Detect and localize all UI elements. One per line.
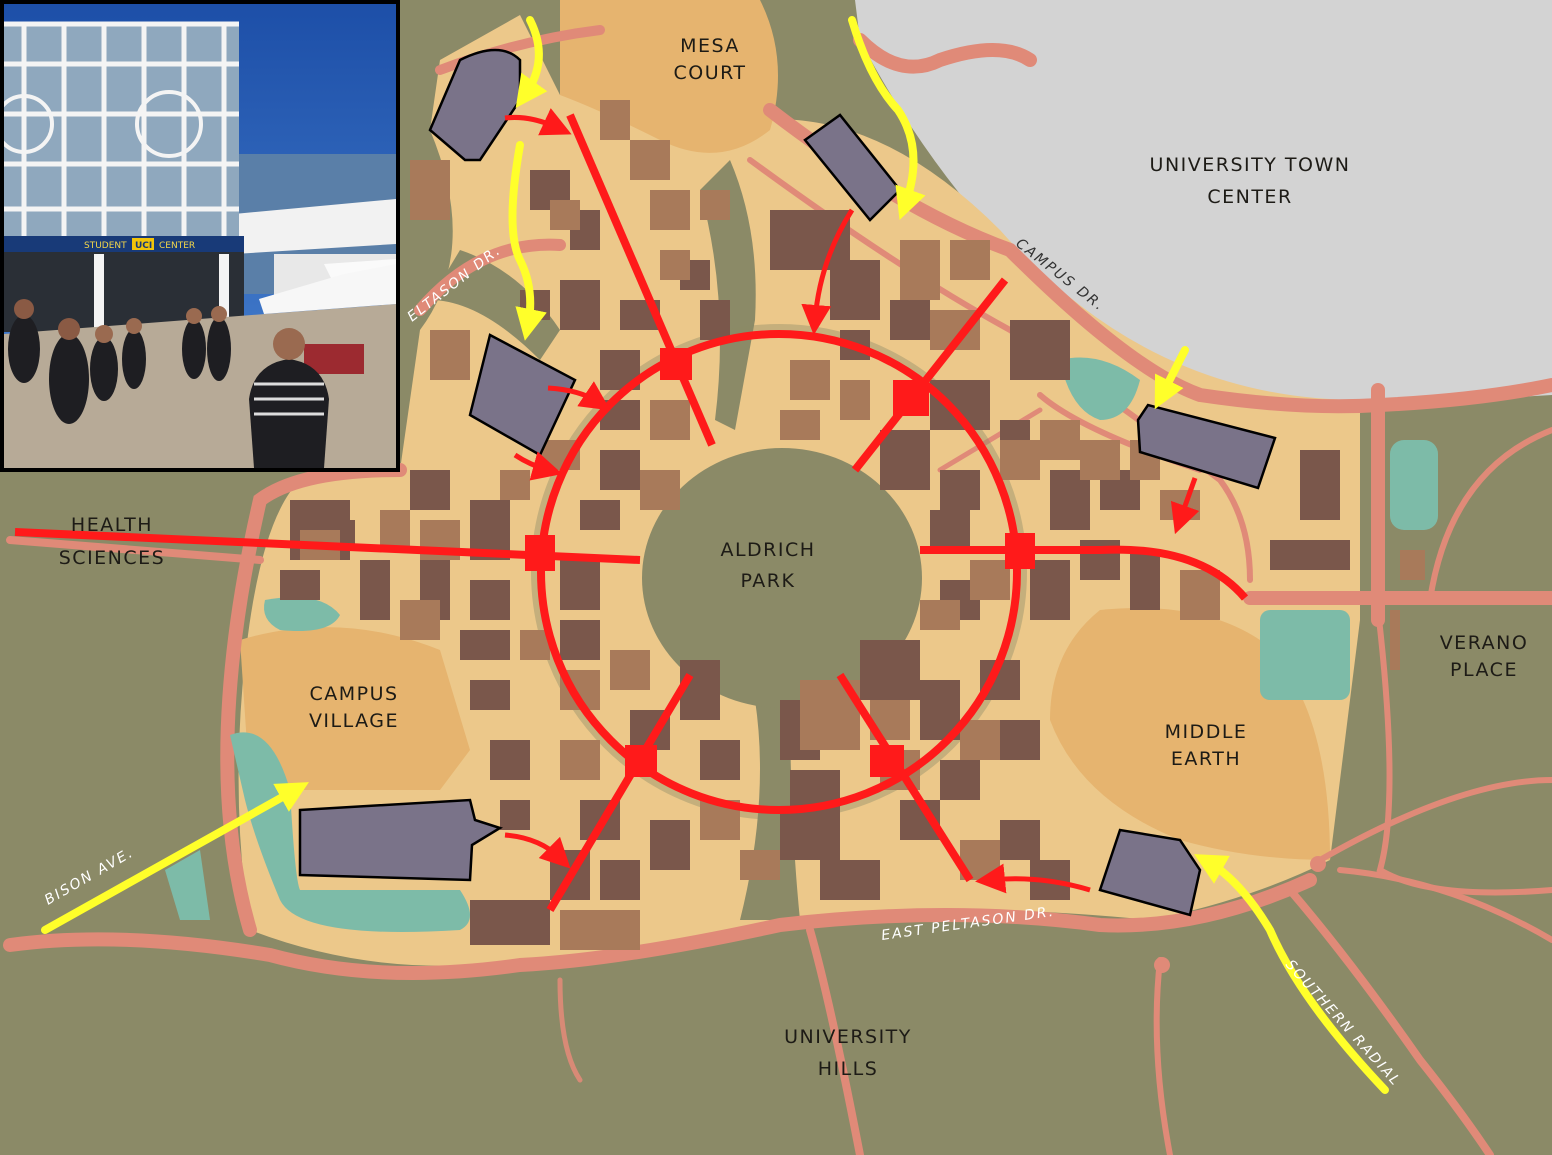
verano-place-label-2: PLACE	[1450, 659, 1518, 681]
water-features	[165, 357, 1438, 932]
aldrich-park-label-1: ALDRICH	[720, 539, 815, 561]
health-sciences-label-2: SCIENCES	[59, 547, 165, 569]
photo-people	[8, 299, 329, 468]
photo-tent	[259, 264, 396, 314]
photo-sign-text-3: CENTER	[159, 241, 195, 251]
health-sciences-label-1: HEALTH	[71, 514, 153, 536]
aldrich-park-label-2: PARK	[741, 570, 796, 592]
photo-drawing: STUDENT UCI CENTER	[4, 4, 396, 468]
route-intersections	[525, 348, 1035, 777]
photo-sign-band	[4, 236, 244, 252]
road-network	[3, 25, 1552, 1155]
area-labels: MESA COURT UNIVERSITY TOWN CENTER ALDRIC…	[59, 35, 1529, 1080]
middle-earth-label-2: EARTH	[1171, 748, 1241, 770]
university-hills-label-1: UNIVERSITY	[784, 1026, 912, 1048]
existing-buildings-light	[300, 100, 1425, 950]
verano-place-label-1: VERANO	[1440, 632, 1529, 654]
proposed-buildings	[298, 48, 1277, 917]
campus-village-label-2: VILLAGE	[309, 710, 399, 732]
photo-entrance	[4, 252, 244, 332]
campus-village-label-1: CAMPUS	[309, 683, 398, 705]
campus-village-area	[240, 627, 470, 790]
red-access-arrows	[504, 108, 1200, 894]
photo-glass-tower	[4, 24, 239, 254]
student-center-photo: STUDENT UCI CENTER	[0, 0, 400, 472]
mesa-court-label-2: COURT	[673, 62, 746, 84]
university-hills-label-2: HILLS	[818, 1058, 879, 1080]
town-center-label-2: CENTER	[1207, 186, 1292, 208]
photo-sign-text-1: STUDENT	[84, 241, 127, 251]
green-wedge-n	[700, 160, 756, 430]
mesa-court-label-1: MESA	[680, 35, 740, 57]
photo-sign-text-2: UCI	[135, 241, 152, 251]
university-town-center-area	[855, 0, 1552, 405]
yellow-approach-routes	[41, 16, 1389, 1094]
aldrich-park	[642, 448, 922, 708]
middle-earth-label-1: MIDDLE	[1165, 721, 1248, 743]
town-center-label-1: UNIVERSITY TOWN	[1150, 154, 1351, 176]
